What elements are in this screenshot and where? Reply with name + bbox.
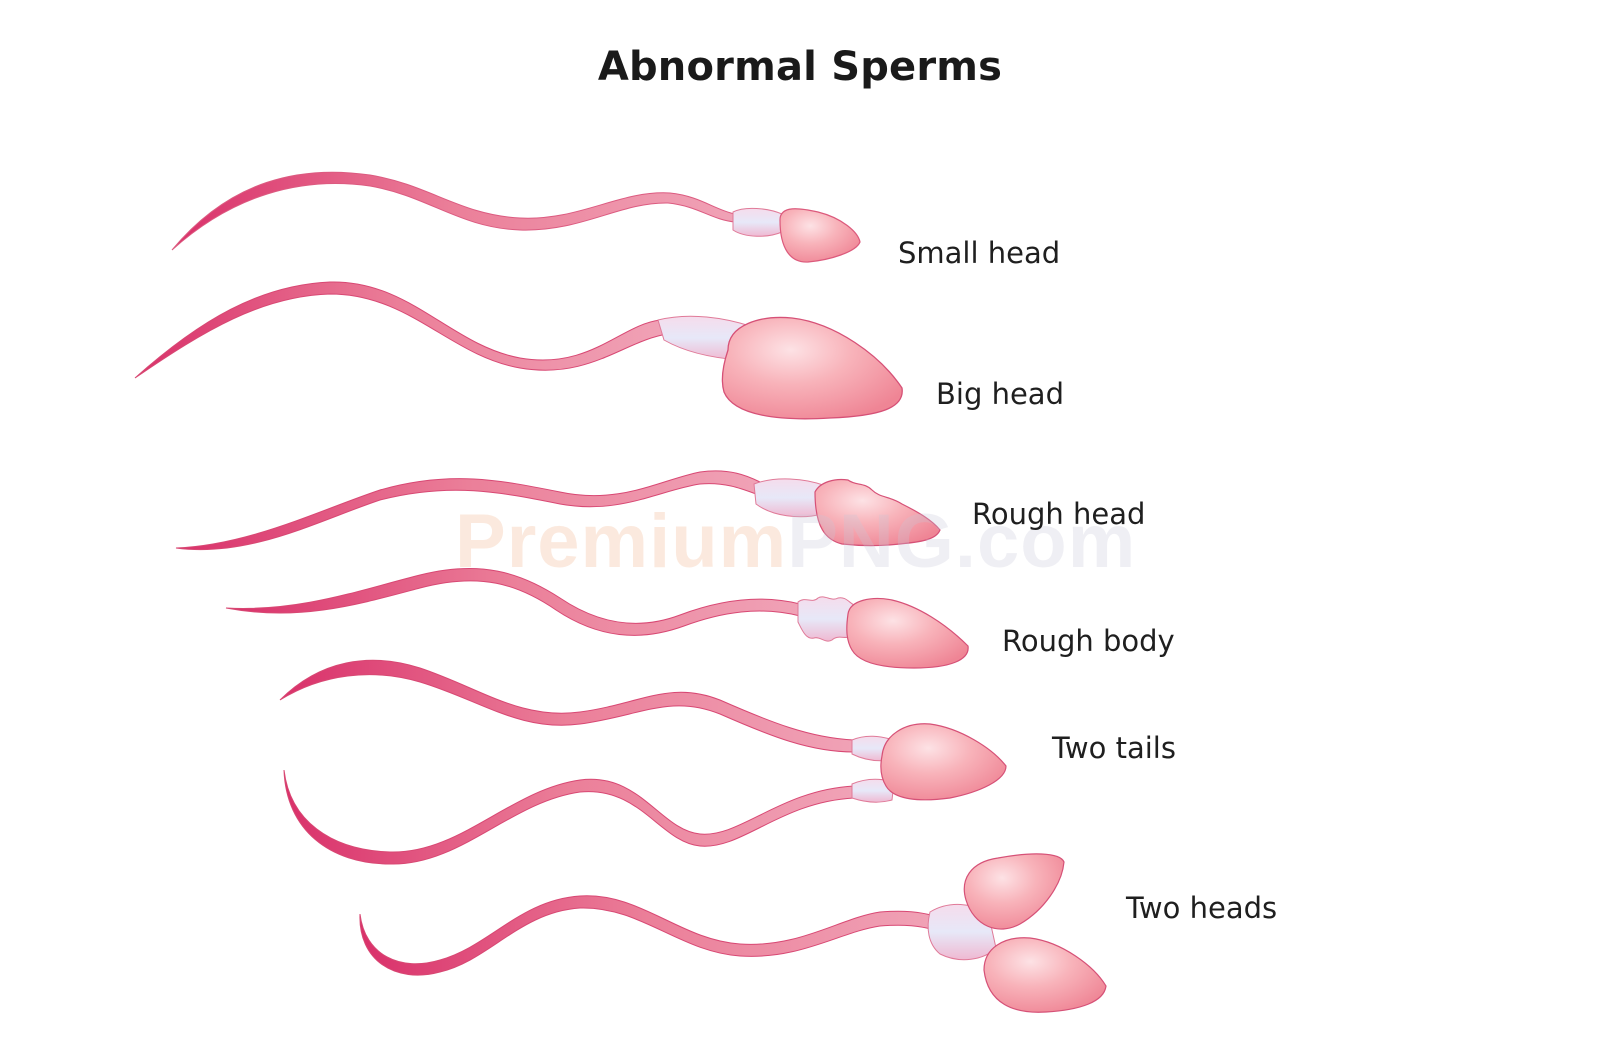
tail xyxy=(359,895,936,976)
watermark: PremiumPNG.com xyxy=(455,498,1136,585)
lower-midpiece xyxy=(851,778,895,803)
sperm-rough-body xyxy=(225,567,969,669)
tail xyxy=(171,171,736,251)
label-rough-body: Rough body xyxy=(1002,624,1175,658)
label-two-tails: Two tails xyxy=(1052,731,1176,765)
head xyxy=(846,597,969,669)
upper-tail xyxy=(279,659,855,753)
head xyxy=(721,316,903,420)
midpiece xyxy=(732,207,783,237)
head xyxy=(880,723,1007,801)
sperm-rough-head xyxy=(175,470,941,551)
label-small-head: Small head xyxy=(898,236,1061,270)
sperm-two-heads xyxy=(359,853,1107,1013)
head xyxy=(814,478,941,547)
lower-tail xyxy=(283,769,855,865)
head xyxy=(779,208,861,263)
tail xyxy=(134,281,669,379)
watermark-part-1: Premium xyxy=(455,499,788,584)
watermark-part-2: PNG.com xyxy=(787,499,1137,584)
sperm-two-tails xyxy=(279,659,1007,865)
lower-head xyxy=(983,937,1107,1013)
label-rough-head: Rough head xyxy=(972,497,1146,531)
label-big-head: Big head xyxy=(936,377,1064,411)
sperm-big-head xyxy=(134,281,903,420)
sperm-small-head xyxy=(171,171,861,263)
upper-head xyxy=(963,853,1065,930)
diagram-title: Abnormal Sperms xyxy=(597,44,1003,90)
label-two-heads: Two heads xyxy=(1126,891,1278,925)
